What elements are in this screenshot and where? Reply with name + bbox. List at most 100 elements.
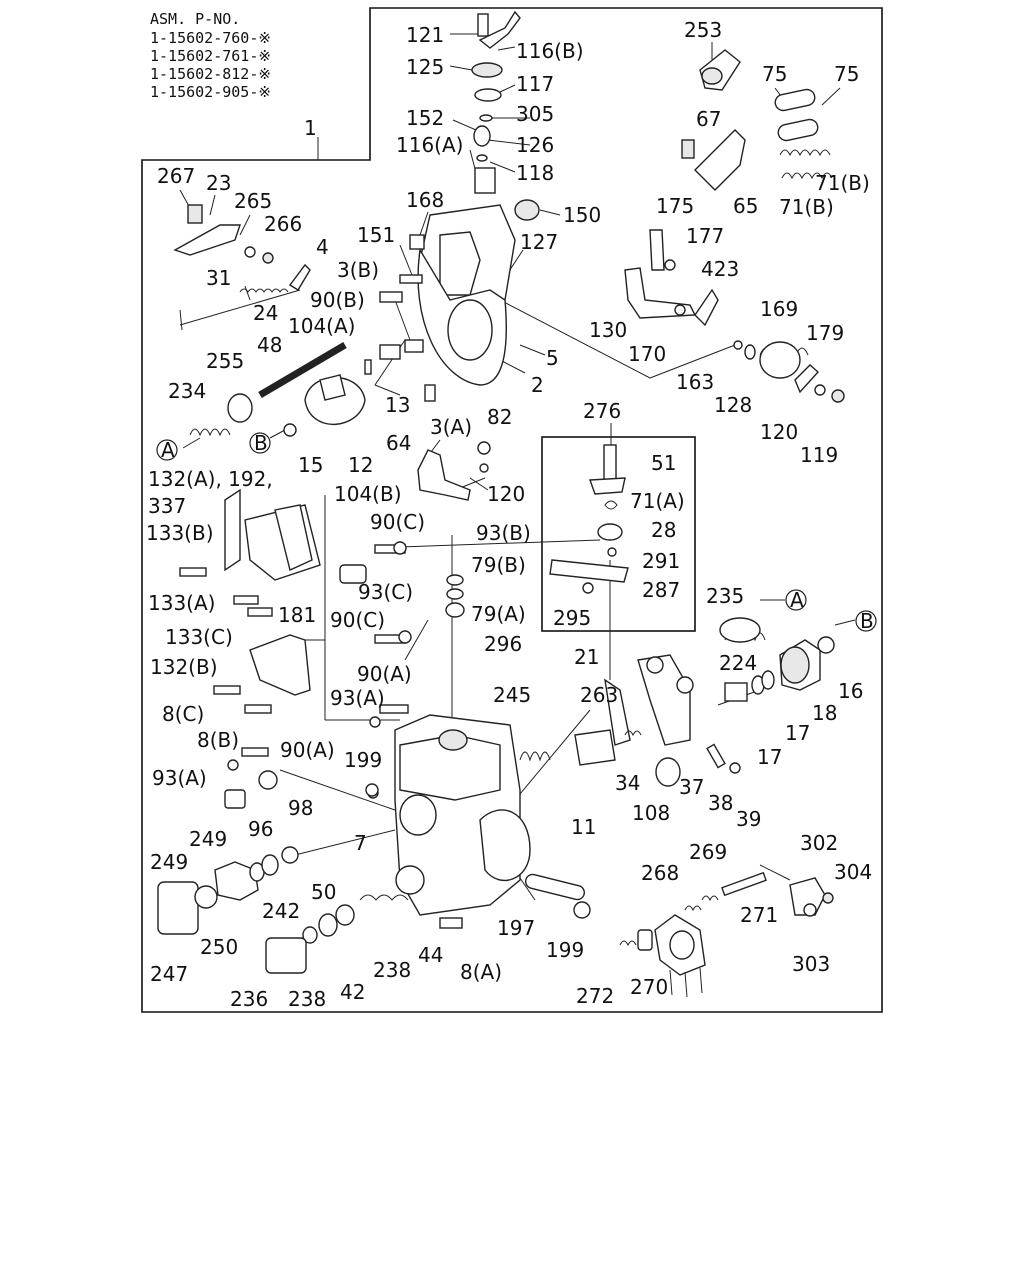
callout: 75 (762, 62, 787, 86)
callout: 267 (157, 164, 195, 188)
callout: 199 (344, 748, 382, 772)
callout: 133(A) (148, 591, 215, 615)
callout: 104(A) (288, 314, 355, 338)
callout: 276 (583, 399, 621, 423)
callout: 271 (740, 903, 778, 927)
ref-marker-b (855, 610, 877, 632)
callout: 71(B) (815, 171, 870, 195)
callout: 96 (248, 817, 273, 841)
parts-artwork (157, 10, 845, 998)
callout: 98 (288, 796, 313, 820)
callout-labels: 1 121 116(B) 125 117 152 305 126 116(A) … (146, 18, 874, 1011)
callout: 177 (686, 224, 724, 248)
callout: 31 (206, 266, 231, 290)
callout: 255 (206, 349, 244, 373)
callout: 93(A) (152, 766, 207, 790)
callout: 82 (487, 405, 512, 429)
callout: 42 (340, 980, 365, 1004)
callout: 71(B) (779, 195, 834, 219)
callout: 120 (487, 482, 525, 506)
callout: 250 (200, 935, 238, 959)
callout: 90(A) (280, 738, 335, 762)
ref-marker-label: B (254, 431, 268, 455)
callout: 93(B) (476, 521, 531, 545)
callout: 34 (615, 771, 640, 795)
callout: 163 (676, 370, 714, 394)
callout: 132(B) (150, 655, 218, 679)
callout: 127 (520, 230, 558, 254)
callout: 51 (651, 451, 676, 475)
callout: 266 (264, 212, 302, 236)
callout: 75 (834, 62, 859, 86)
sub-assembly-box (541, 436, 696, 632)
callout: 117 (516, 72, 554, 96)
callout: 179 (806, 321, 844, 345)
callout: 3(B) (337, 258, 379, 282)
callout: 296 (484, 632, 522, 656)
callout: 116(B) (516, 39, 584, 63)
callout: 93(C) (358, 580, 413, 604)
callout: 151 (357, 223, 395, 247)
callout: 126 (516, 133, 554, 157)
callout: 133(B) (146, 521, 214, 545)
callout: 64 (386, 431, 411, 455)
callout: 291 (642, 549, 680, 573)
callout: 150 (563, 203, 601, 227)
callout: 3(A) (430, 415, 472, 439)
callout: 181 (278, 603, 316, 627)
callout: 23 (206, 171, 231, 195)
callout: 287 (642, 578, 680, 602)
callout: 253 (684, 18, 722, 42)
callout: 128 (714, 393, 752, 417)
ref-marker-label: A (161, 438, 175, 462)
callout: 247 (150, 962, 188, 986)
callout: 44 (418, 943, 443, 967)
callout: 39 (736, 807, 761, 831)
callout: 8(C) (162, 702, 204, 726)
callout: 238 (288, 987, 326, 1011)
callout: 125 (406, 55, 444, 79)
callout: 235 (706, 584, 744, 608)
callout: 197 (497, 916, 535, 940)
callout: 337 (148, 494, 186, 518)
ref-marker-label: B (860, 609, 874, 633)
callout: 234 (168, 379, 206, 403)
callout: 272 (576, 984, 614, 1008)
ref-marker-b (249, 432, 271, 454)
callout: 21 (574, 645, 599, 669)
callout: 13 (385, 393, 410, 417)
callout: 15 (298, 453, 323, 477)
ref-marker-label: A (790, 588, 804, 612)
callout: 24 (253, 301, 278, 325)
callout: 121 (406, 23, 444, 47)
callout: 65 (733, 194, 758, 218)
callout: 37 (679, 775, 704, 799)
callout: 245 (493, 683, 531, 707)
callout: 50 (311, 880, 336, 904)
header-part-number: 1-15602-905-※ (150, 83, 271, 101)
callout: 130 (589, 318, 627, 342)
callout: 302 (800, 831, 838, 855)
callout: 118 (516, 161, 554, 185)
callout: 249 (150, 850, 188, 874)
callout: 8(A) (460, 960, 502, 984)
callout: 295 (553, 606, 591, 630)
header-part-number: 1-15602-760-※ (150, 29, 271, 47)
callout: 1 (304, 116, 317, 140)
callout: 90(C) (370, 510, 425, 534)
callout: 249 (189, 827, 227, 851)
callout: 79(B) (471, 553, 526, 577)
callout: 4 (316, 235, 329, 259)
callout: 304 (834, 860, 872, 884)
callout: 116(A) (396, 133, 463, 157)
callout: 265 (234, 189, 272, 213)
callout: 16 (838, 679, 863, 703)
callout: 17 (785, 721, 810, 745)
callout: 168 (406, 188, 444, 212)
callout: 175 (656, 194, 694, 218)
assembly-header: ASM. P-NO. 1-15602-760-※ 1-15602-761-※ 1… (150, 10, 271, 101)
callout: 90(B) (310, 288, 365, 312)
callout: 236 (230, 987, 268, 1011)
callout: 423 (701, 257, 739, 281)
